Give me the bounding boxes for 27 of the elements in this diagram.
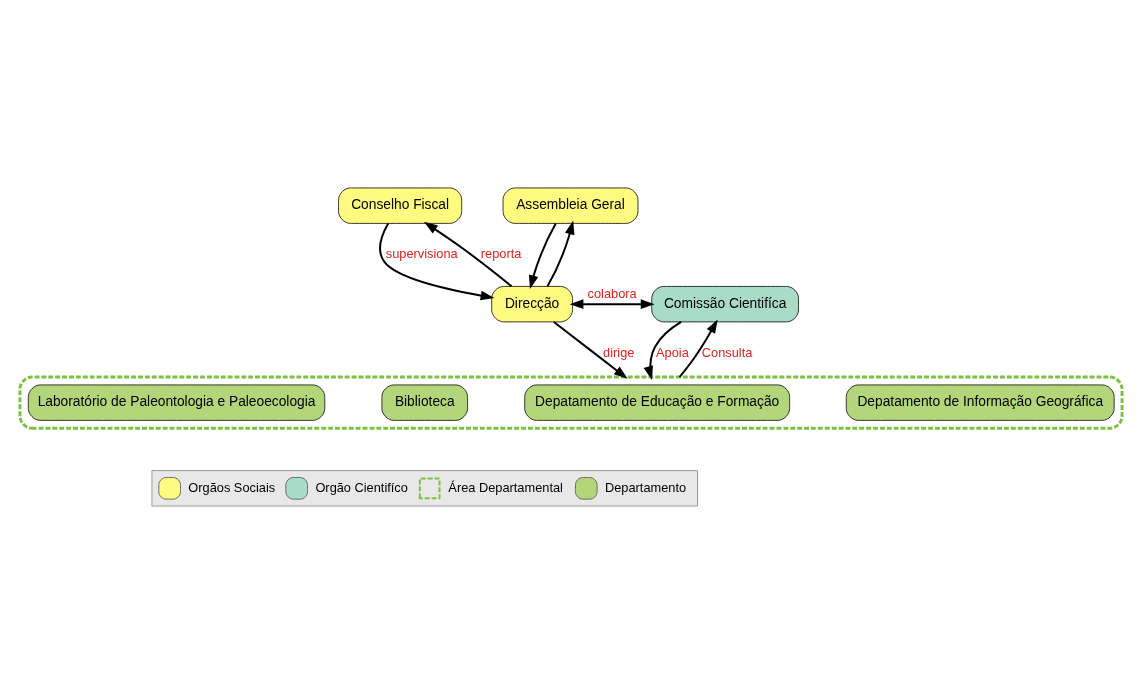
node-box: Laboratório de Paleontologia e Paleoecologia — [27, 384, 326, 421]
edge-label: reporta — [480, 245, 522, 261]
arrow — [546, 220, 575, 287]
legend-label: Departamento — [604, 479, 687, 495]
node-box: Assembleia Geral — [502, 187, 639, 224]
arrow — [569, 298, 655, 309]
arrow — [678, 318, 718, 378]
node-box: Depatamento de Informação Geográfica — [845, 384, 1115, 421]
arrow — [643, 320, 683, 380]
node-box: Direcção — [491, 285, 573, 322]
node-box: Depatamento de Educação e Formação — [524, 384, 791, 421]
edge-label: dirige — [603, 344, 635, 360]
arrow — [379, 222, 495, 300]
node-box: Biblioteca — [381, 384, 468, 421]
legend-label: Orgão Cientifíco — [315, 479, 408, 495]
arrow — [528, 221, 557, 289]
edge-label: supervisiona — [385, 245, 458, 261]
node-box: Comissão Cientifíca — [651, 285, 799, 322]
arrow — [552, 320, 628, 379]
node-box: Conselho Fiscal — [338, 187, 463, 224]
edge-label: Apoia — [656, 344, 689, 360]
legend-label: Área Departamental — [448, 479, 563, 495]
edge-label: Consulta — [701, 344, 753, 360]
arrow — [423, 221, 513, 287]
legend-label: Orgãos Sociais — [188, 479, 276, 495]
cluster — [18, 375, 1124, 430]
edge-label: colabora — [587, 285, 637, 301]
